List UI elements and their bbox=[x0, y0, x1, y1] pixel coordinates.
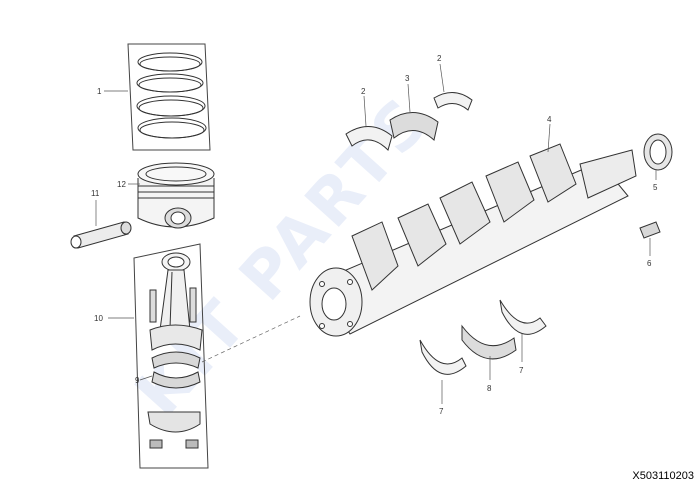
callout-labels: 1 12 11 10 9 2 3 2 4 5 6 7 8 7 bbox=[91, 54, 658, 416]
callout-2-left: 2 bbox=[361, 87, 366, 96]
callout-9: 9 bbox=[135, 376, 140, 385]
callout-7-left: 7 bbox=[439, 407, 444, 416]
woodruff-key bbox=[639, 221, 661, 256]
main-bearing-shells-upper bbox=[345, 63, 473, 151]
callout-2-right: 2 bbox=[437, 54, 442, 63]
connecting-rod-assembly bbox=[108, 243, 209, 469]
callout-12: 12 bbox=[117, 180, 126, 189]
callout-4: 4 bbox=[547, 115, 552, 124]
callout-11: 11 bbox=[91, 189, 100, 198]
piston-pin bbox=[70, 200, 132, 249]
callout-1: 1 bbox=[97, 87, 102, 96]
callout-7-right: 7 bbox=[519, 366, 524, 375]
crankshaft bbox=[309, 123, 637, 337]
piston bbox=[128, 162, 215, 229]
crankshaft-seal-ring bbox=[643, 133, 673, 180]
callout-10: 10 bbox=[94, 314, 103, 323]
callout-8: 8 bbox=[487, 384, 492, 393]
callout-3: 3 bbox=[405, 74, 410, 83]
callout-6: 6 bbox=[647, 259, 652, 268]
main-bearing-shells-lower bbox=[419, 299, 547, 404]
drawing-code: X503110203 bbox=[632, 470, 694, 482]
callout-5: 5 bbox=[653, 183, 658, 192]
piston-ring-set bbox=[104, 43, 211, 151]
